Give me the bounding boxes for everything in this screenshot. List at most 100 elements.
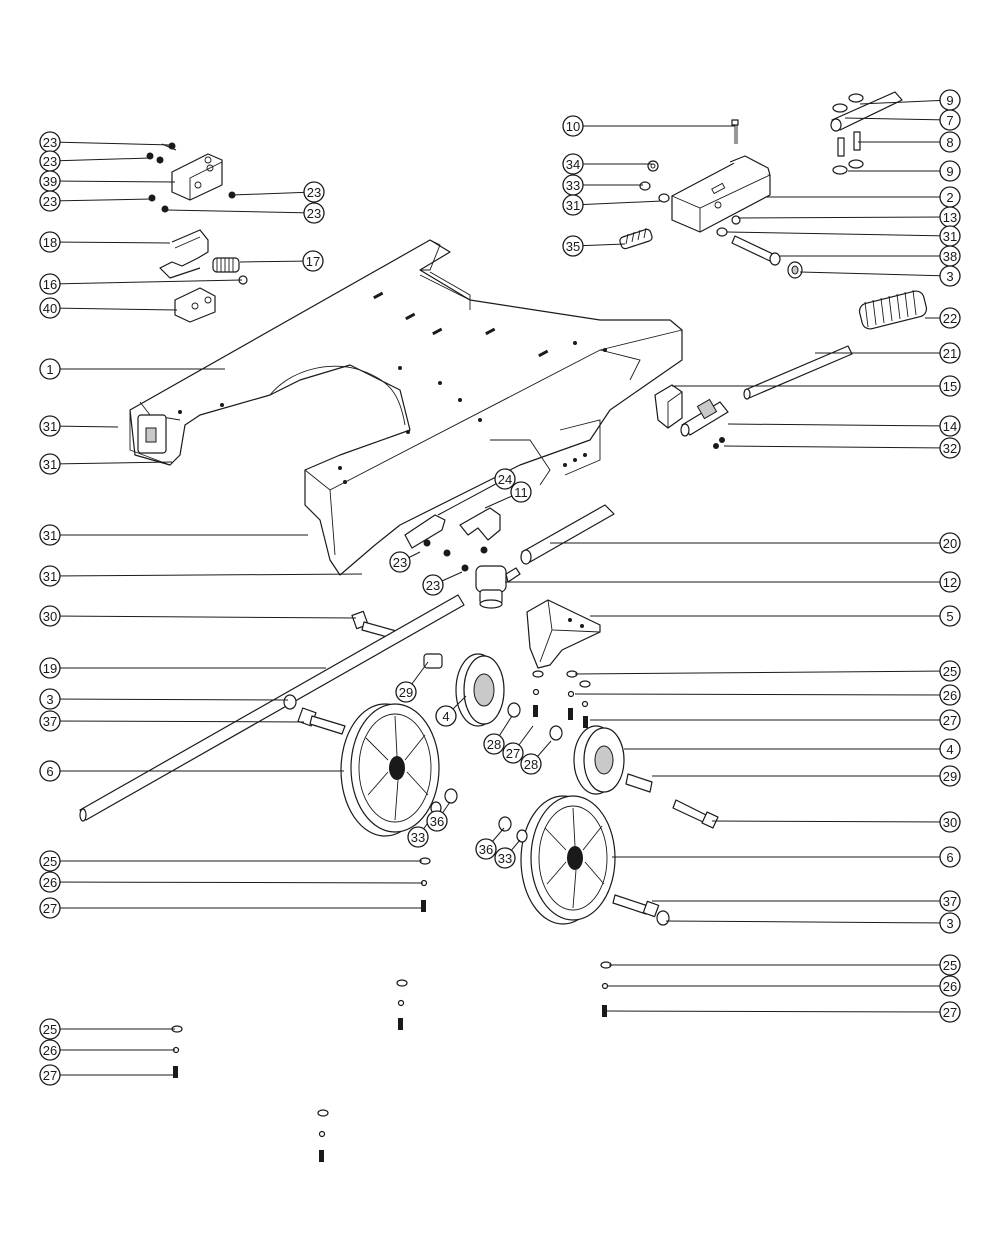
callout-balloon-30: 30	[39, 605, 61, 627]
callout-label: 36	[479, 842, 493, 857]
callout-balloon-23: 23	[303, 202, 325, 224]
large-wheel-left	[340, 703, 440, 837]
callout-balloon-12: 12	[939, 571, 961, 593]
callout-balloon-26: 26	[939, 975, 961, 997]
callout-balloon-13: 13	[939, 206, 961, 228]
main-frame	[129, 239, 683, 576]
callout-label: 24	[498, 472, 512, 487]
callout-label: 20	[943, 536, 957, 551]
callout-balloon-31: 31	[39, 524, 61, 546]
washer-31-top	[658, 193, 670, 203]
top-left-bracket	[146, 142, 236, 213]
callout-label: 27	[943, 1005, 957, 1020]
small-wheel-left	[455, 653, 505, 727]
callout-label: 25	[943, 958, 957, 973]
leader-line	[859, 99, 951, 105]
callout-label: 31	[943, 229, 957, 244]
callout-circle	[39, 297, 61, 319]
callout-balloon-25: 25	[939, 954, 961, 976]
callout-balloon-19: 19	[39, 657, 61, 679]
callout-circle	[939, 342, 961, 364]
callout-label: 21	[943, 346, 957, 361]
callout-label: 29	[399, 685, 413, 700]
bolt-30-right	[672, 799, 719, 829]
leader-line	[49, 881, 424, 884]
callout-label: 4	[946, 742, 953, 757]
callout-label: 31	[43, 457, 57, 472]
callout-balloon-27: 27	[39, 897, 61, 919]
callout-circle	[939, 160, 961, 182]
callout-balloon-27: 27	[502, 742, 524, 764]
callout-balloon-31: 31	[939, 225, 961, 247]
callout-balloon-16: 16	[39, 273, 61, 295]
leader-line	[49, 198, 153, 202]
callout-circle	[302, 250, 324, 272]
bushing-3-left	[283, 694, 297, 710]
callout-balloon-6: 6	[939, 846, 961, 868]
callout-balloon-9: 9	[939, 89, 961, 111]
callout-circle	[939, 532, 961, 554]
callout-circle	[939, 437, 961, 459]
callout-balloon-23: 23	[39, 150, 61, 172]
axle-19	[79, 594, 465, 822]
callout-balloon-33: 33	[562, 174, 584, 196]
callout-balloon-3: 3	[939, 912, 961, 934]
callout-circle	[939, 307, 961, 329]
callout-circle	[39, 657, 61, 679]
callout-label: 23	[307, 206, 321, 221]
callout-balloon-33: 33	[407, 826, 429, 848]
callout-balloon-38: 38	[939, 245, 961, 267]
callout-balloon-3: 3	[39, 688, 61, 710]
leader-line	[606, 1010, 951, 1013]
pin-29-left	[423, 653, 443, 669]
callout-label: 28	[524, 757, 538, 772]
callout-balloon-5: 5	[939, 605, 961, 627]
callout-label: 16	[43, 277, 57, 292]
callout-circle	[475, 838, 497, 860]
callout-circle	[39, 190, 61, 212]
bushing-3-top	[787, 261, 803, 279]
leader-line	[49, 615, 357, 619]
callout-balloon-4: 4	[939, 738, 961, 760]
callout-label: 27	[43, 901, 57, 916]
leader-line	[231, 191, 315, 196]
leader-line	[49, 307, 178, 311]
callout-balloon-4: 4	[435, 705, 457, 727]
leader-line	[574, 693, 951, 696]
pin-37-left	[297, 707, 346, 735]
callout-label: 13	[943, 210, 957, 225]
hardware-stack-right	[600, 961, 612, 1017]
callout-balloon-21: 21	[939, 342, 961, 364]
callout-label: 39	[43, 174, 57, 189]
callout-circle	[939, 109, 961, 131]
callout-label: 27	[43, 1068, 57, 1083]
callout-circle	[426, 810, 448, 832]
callout-label: 29	[943, 769, 957, 784]
callout-label: 25	[943, 664, 957, 679]
callout-label: 23	[426, 578, 440, 593]
callout-label: 26	[43, 875, 57, 890]
callout-balloon-3: 3	[939, 265, 961, 287]
callout-label: 23	[43, 194, 57, 209]
leader-line	[665, 920, 951, 924]
callout-label: 28	[487, 737, 501, 752]
callout-label: 31	[566, 198, 580, 213]
callout-balloon-9: 9	[939, 160, 961, 182]
callout-balloon-25: 25	[939, 660, 961, 682]
callout-label: 14	[943, 419, 957, 434]
callout-label: 23	[393, 555, 407, 570]
callout-circle	[39, 760, 61, 782]
leader-line	[572, 200, 663, 206]
leader-line	[49, 425, 119, 428]
callout-circle	[39, 1064, 61, 1086]
rod-21	[743, 345, 853, 400]
callout-balloon-27: 27	[939, 1001, 961, 1023]
callout-circle	[422, 574, 444, 596]
leader-line	[49, 720, 305, 723]
pin-37-right	[612, 894, 660, 918]
callout-label: 6	[46, 764, 53, 779]
callout-label: 5	[946, 609, 953, 624]
callout-label: 38	[943, 249, 957, 264]
small-spring	[212, 257, 240, 273]
callout-balloon-7: 7	[939, 109, 961, 131]
